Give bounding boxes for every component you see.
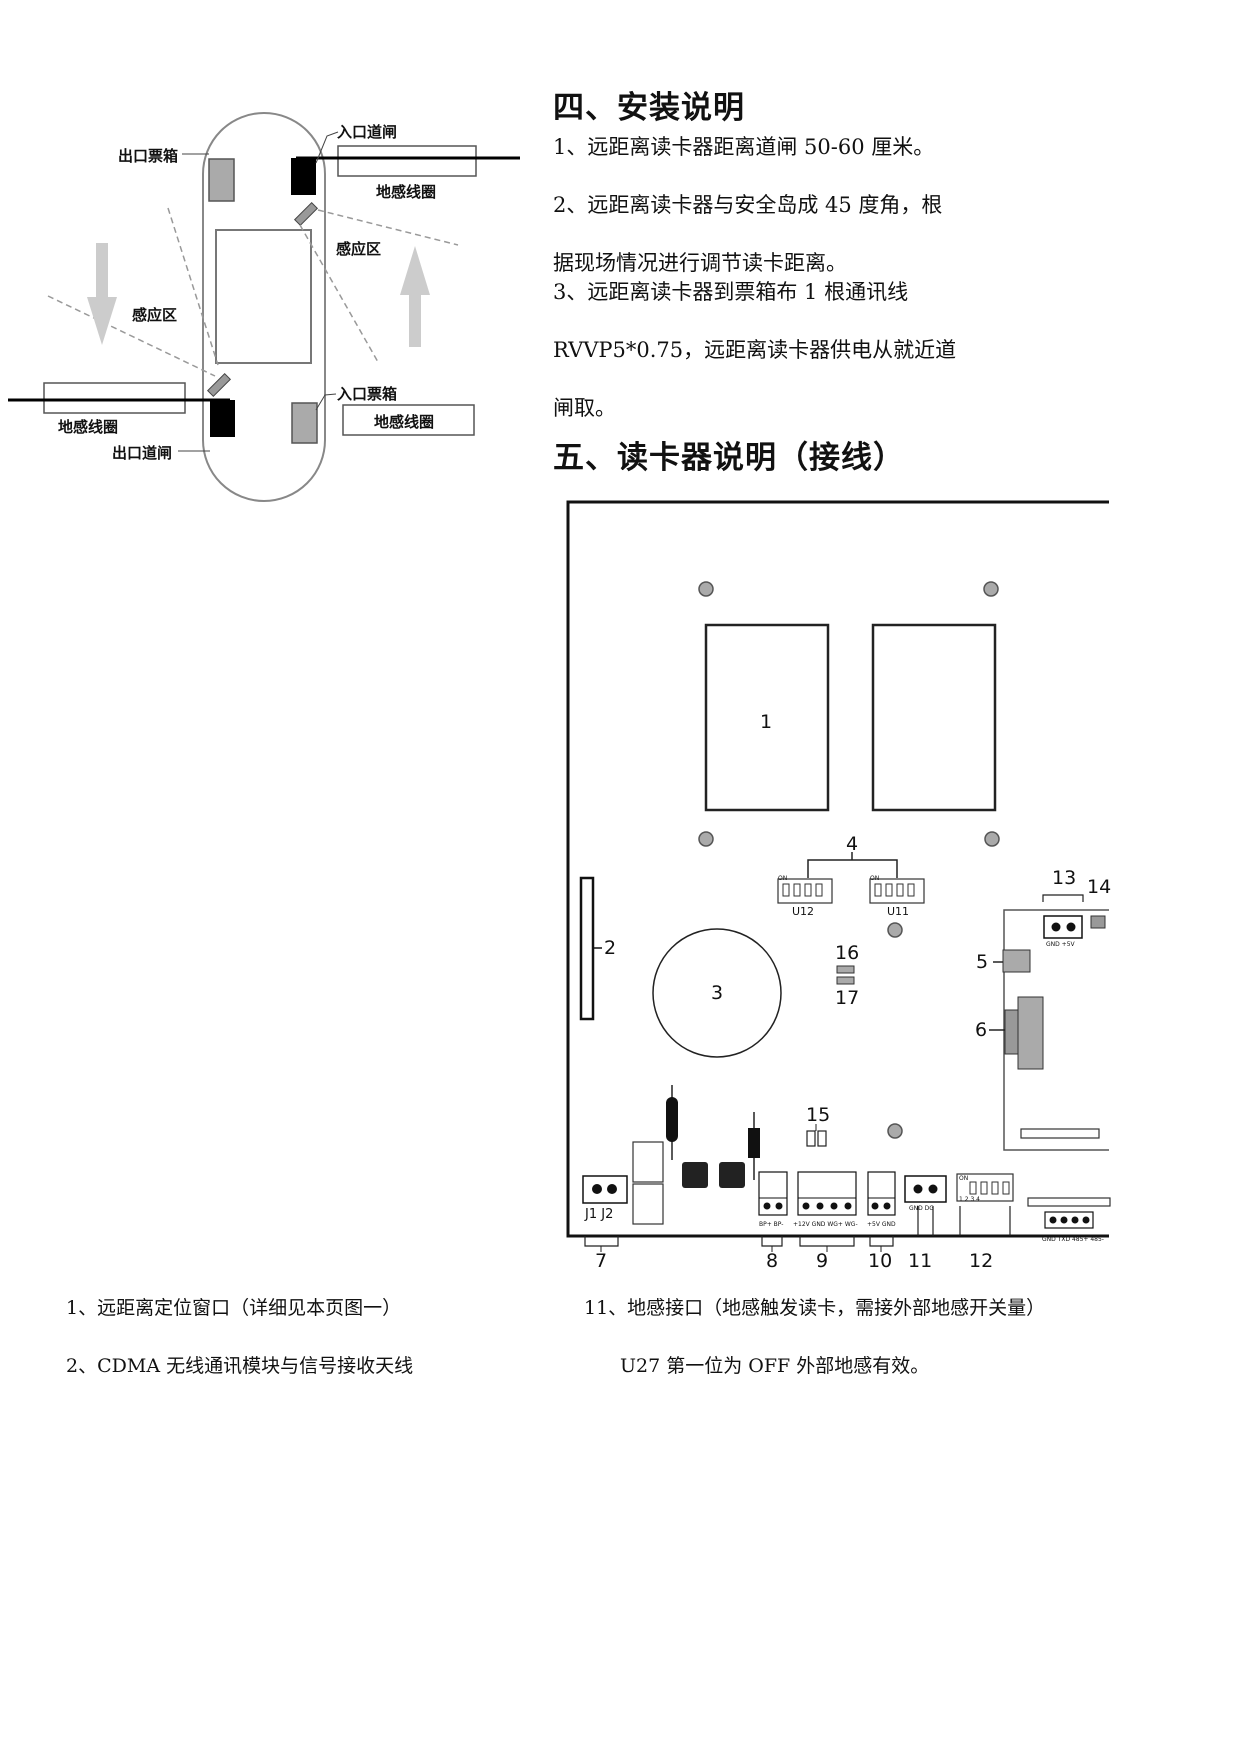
silk-label-rs485: GND TXD 485+ 485-	[1042, 1236, 1104, 1243]
silk-label-8: BP+ BP-	[759, 1221, 784, 1228]
board-number-3: 3	[711, 982, 724, 1004]
label-exit-ticket-box: 出口票箱	[118, 147, 179, 165]
silk-dip-on-u11: ON	[870, 875, 880, 882]
board-number-12: 12	[969, 1250, 994, 1272]
board-number-15: 15	[806, 1104, 831, 1126]
installation-diagram: 入口道闸 出口票箱 地感线圈 感应区 感应区 入口票箱 地感线圈 地感线圈 出口…	[0, 100, 540, 520]
install-heading: 四、安装说明	[553, 90, 745, 126]
reader-heading: 五、读卡器说明（接线）	[553, 440, 905, 476]
board-number-8: 8	[766, 1250, 779, 1272]
silk-dip-on-u12: ON	[778, 875, 788, 882]
chip-label-u12: U12	[792, 905, 815, 918]
label-loop-coil-left: 地感线圈	[58, 418, 119, 436]
label-entry-gate: 入口道闸	[337, 123, 398, 141]
board-number-7: 7	[595, 1250, 608, 1272]
board-number-1: 1	[760, 711, 773, 733]
install-line-3b: RVVP5*0.75，远距离读卡器供电从就近道	[553, 338, 957, 362]
board-number-11: 11	[908, 1250, 933, 1272]
note-right-2: U27 第一位为 OFF 外部地感有效。	[620, 1355, 930, 1377]
label-sensing-zone-left: 感应区	[132, 306, 178, 324]
install-line-2a: 2、远距离读卡器与安全岛成 45 度角，根	[553, 193, 943, 217]
silk-label-9: +12V GND WG+ WG-	[793, 1221, 858, 1228]
board-number-2: 2	[604, 937, 617, 959]
install-line-3c: 闸取。	[553, 396, 616, 420]
installation-diagram-graphic	[8, 112, 520, 502]
label-loop-coil-right: 地感线圈	[374, 413, 435, 431]
note-left-1: 1、远距离定位窗口（详细见本页图一）	[66, 1297, 402, 1319]
install-line-2b: 据现场情况进行调节读卡距离。	[553, 251, 847, 275]
install-line-1: 1、远距离读卡器距离道闸 50-60 厘米。	[553, 135, 935, 159]
note-left-2: 2、CDMA 无线通讯模块与信号接收天线	[66, 1355, 414, 1377]
silk-label-10: +5V GND	[867, 1221, 896, 1228]
silk-dip-pins-12: 1 2 3 4	[959, 1196, 980, 1203]
board-number-4: 4	[846, 833, 859, 855]
chip-label-u11: U11	[887, 905, 910, 918]
label-loop-coil-top: 地感线圈	[376, 183, 437, 201]
board-number-5: 5	[976, 951, 989, 973]
board-number-9: 9	[816, 1250, 829, 1272]
connector-label-j1j2: J1 J2	[585, 1207, 614, 1222]
note-right-1: 11、地感接口（地感触发读卡，需接外部地感开关量）	[584, 1297, 1046, 1319]
silk-label-11: GND DG	[909, 1205, 934, 1212]
install-line-3a: 3、远距离读卡器到票箱布 1 根通讯线	[553, 280, 909, 304]
board-number-16: 16	[835, 942, 860, 964]
board-number-10: 10	[868, 1250, 893, 1272]
board-number-6: 6	[975, 1019, 988, 1041]
silk-dip-on-12: ON	[959, 1175, 969, 1182]
silk-label-13: GND +5V	[1046, 941, 1075, 948]
board-number-14: 14	[1087, 876, 1112, 898]
board-number-13: 13	[1052, 867, 1077, 889]
label-exit-gate: 出口道闸	[112, 444, 173, 462]
board-number-17: 17	[835, 987, 860, 1009]
label-entry-ticket-box: 入口票箱	[337, 385, 398, 403]
label-sensing-zone-right: 感应区	[336, 240, 382, 258]
